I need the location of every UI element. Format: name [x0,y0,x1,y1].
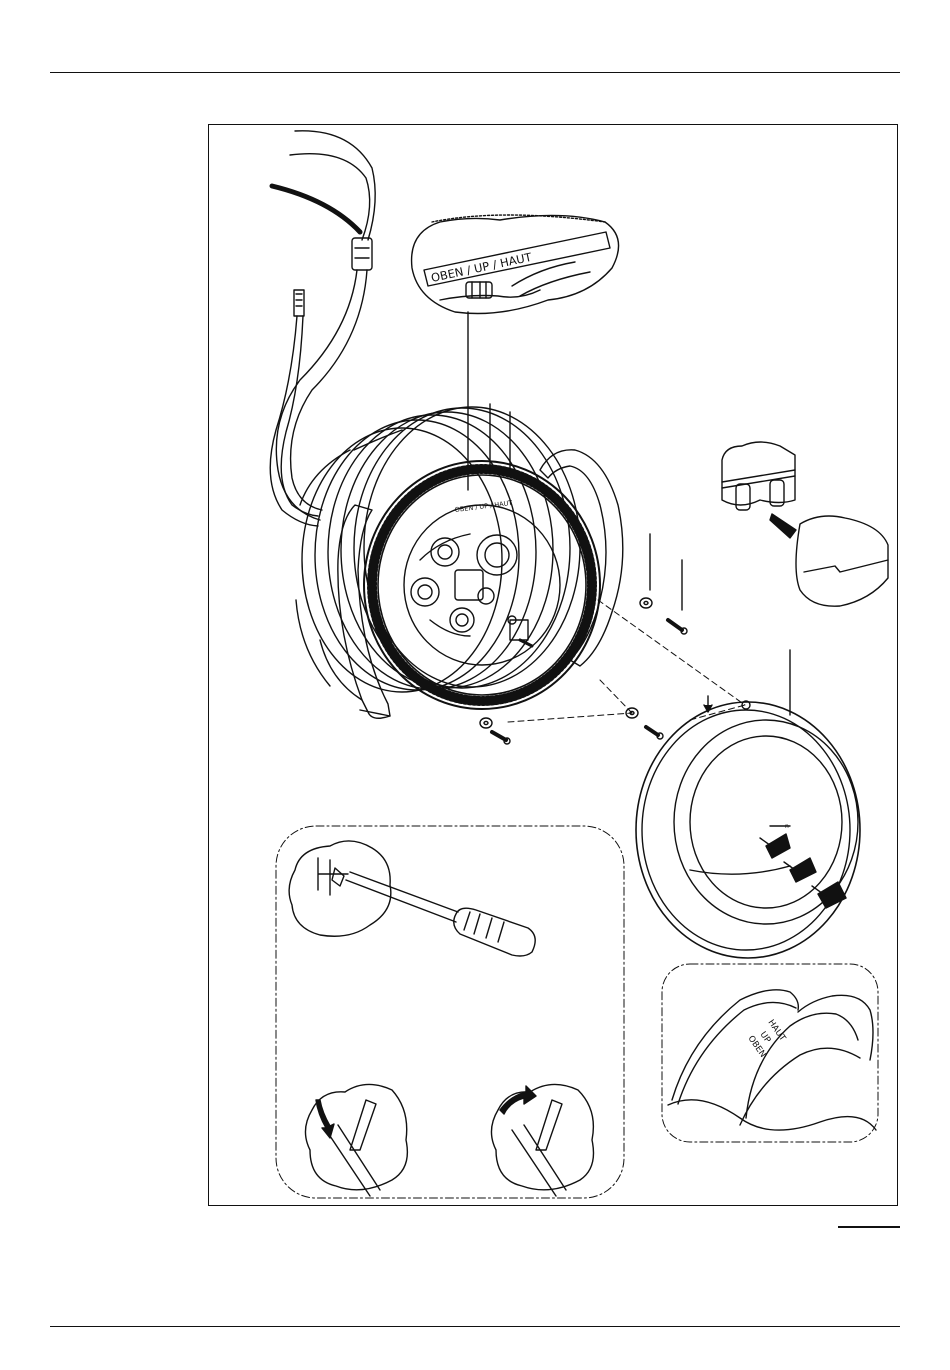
screw-upper [668,620,682,630]
water-hose [270,290,318,526]
insert-arrow-3-icon [818,882,846,908]
callout-orientation-bubble: OBEN / UP / HAUT [412,215,619,490]
insert-arrow-1-icon [766,834,790,858]
screw-lower-left [492,732,506,740]
pry-step-right [491,1084,593,1196]
front-cover-ring: n [636,650,860,958]
screw-lower-right [646,727,658,735]
insert-arrow-2-icon [790,858,816,882]
mounting-bracket [338,450,623,718]
orientation-detail-panel: OBEN UP HAUT [662,964,878,1142]
screwdriver-handle [454,908,535,956]
pry-step-left [305,1084,407,1196]
screws-and-washers [480,534,750,744]
footer-short-rule [838,1226,900,1228]
screwdriver-detail-panel [276,826,624,1198]
clip-detail-callout [722,442,888,606]
supply-cables [272,131,375,520]
footer-rule [50,1326,900,1327]
rotate-arrow-left-icon [316,1100,334,1138]
ring-small-label: OBEN / UP / HAUT [454,499,513,514]
internal-valve-mechanism [404,505,560,665]
svg-text:n: n [785,823,789,830]
push-arrow-icon [770,514,796,538]
washer-lower-left [480,718,492,728]
washer-upper [640,598,652,608]
